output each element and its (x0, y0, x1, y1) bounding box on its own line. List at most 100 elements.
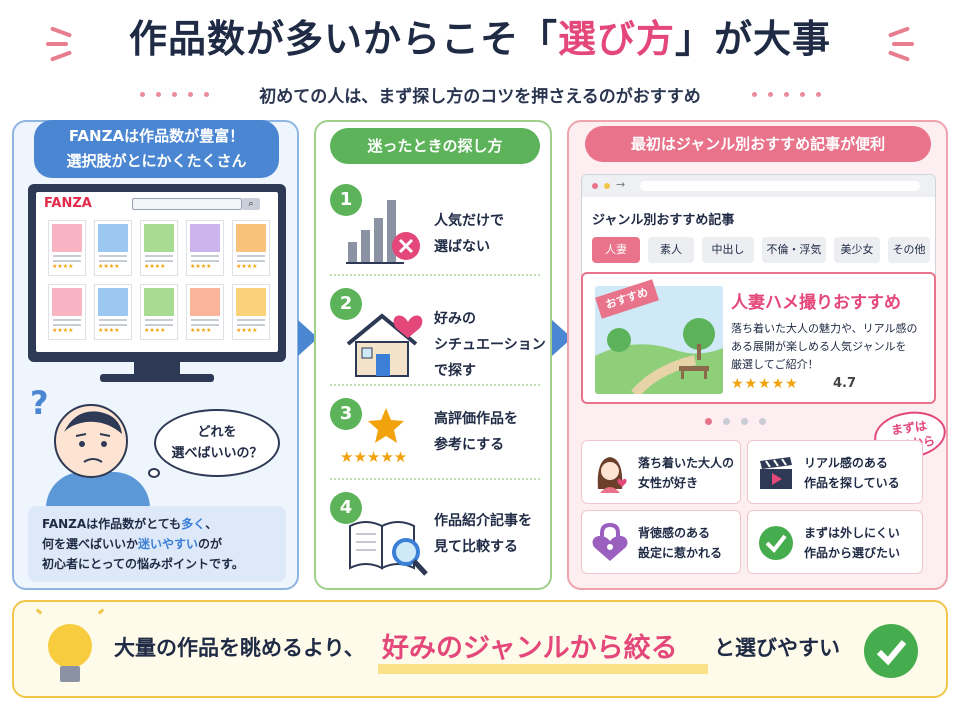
lightbulb-icon (48, 624, 92, 668)
suggestion-text: まずは外しにくい作品から選びたい (804, 523, 900, 563)
title-text: 」が大事 (675, 17, 832, 61)
genre-tag[interactable]: 美少女 (834, 237, 880, 263)
text-placeholder (237, 324, 265, 326)
genre-tag[interactable]: 不倫・浮気 (762, 237, 826, 263)
step-item: 2 好みのシチュエーションで探す (316, 282, 550, 386)
product-card[interactable]: ★★★★ (48, 284, 86, 340)
page-subtitle: 初めての人は、まず探し方のコツを押さえるのがおすすめ (259, 87, 701, 107)
text-placeholder (237, 319, 265, 321)
decor-dot (140, 92, 145, 97)
panel-title-line: FANZAは作品数が豊富！ (68, 127, 245, 145)
browser-window: → ジャンル別おすすめ記事 人妻 素人 中出し 不倫・浮気 美少女 その他 (581, 174, 936, 284)
article-description: 落ち着いた大人の魅力や、リアル感の ある展開が楽しめる人気ジャンルを 厳選してご… (731, 320, 931, 374)
star-icon (368, 408, 404, 443)
monitor-screen: FANZA ⌕ ★★★★★★★★★★★★★★★★★★★★★★★★★★★★★★★★… (36, 192, 278, 352)
decor-dot (172, 92, 177, 97)
monitor-stand (134, 362, 180, 376)
product-card[interactable]: ★★★★ (186, 220, 224, 276)
pagination-dot[interactable] (741, 418, 748, 425)
text-placeholder (145, 324, 173, 326)
pagination-dot[interactable] (759, 418, 766, 425)
suggestion-line: まずは外しにくい (804, 526, 900, 540)
featured-article[interactable]: おすすめ 人妻ハメ撮りおすすめ 落ち着いた大人の魅力や、リアル感の ある展開が楽… (581, 272, 936, 404)
text-placeholder (53, 324, 81, 326)
window-dot-icon (604, 183, 610, 189)
product-thumbnail (144, 288, 174, 316)
arrow-right-icon (298, 320, 318, 356)
step-line: 見て比較する (434, 539, 518, 555)
star-rating-icon: ★★★★ (52, 263, 74, 270)
product-card[interactable]: ★★★★ (140, 220, 178, 276)
step-line: 参考にする (434, 437, 505, 453)
browser-toolbar: → (582, 175, 935, 197)
step-text: 高評価作品を参考にする (434, 406, 518, 458)
decor-dot (800, 92, 805, 97)
product-thumbnail (98, 288, 128, 316)
address-bar (640, 181, 920, 191)
step-line: 作品紹介記事を (434, 513, 532, 529)
genre-suggestion[interactable]: まずは外しにくい作品から選びたい (747, 510, 923, 574)
star-rating-icon: ★★★★ (190, 263, 212, 270)
decor-dot (784, 92, 789, 97)
pagination-dot[interactable] (723, 418, 730, 425)
product-card[interactable]: ★★★★ (140, 284, 178, 340)
text-placeholder (53, 255, 81, 257)
text-placeholder (237, 255, 265, 257)
panel-recommend: 最初はジャンル別おすすめ記事が便利 → ジャンル別おすすめ記事 人妻 素人 中出… (567, 120, 949, 590)
product-card[interactable]: ★★★★ (94, 284, 132, 340)
genre-suggestion[interactable]: リアル感のある作品を探している (747, 440, 923, 504)
question-mark-icon: ? (30, 384, 49, 422)
star-rating-icon: ★★★★ (98, 327, 120, 334)
genre-tag[interactable]: 素人 (648, 237, 694, 263)
decor-ray (35, 608, 43, 615)
genre-suggestion[interactable]: 落ち着いた大人の女性が好き (581, 440, 741, 504)
decor-dot (156, 92, 161, 97)
genre-suggestion[interactable]: 背徳感のある設定に惹かれる (581, 510, 741, 574)
text-line: FANZAは作品数がとても多く、 (42, 514, 286, 534)
product-thumbnail (236, 224, 266, 252)
product-card[interactable]: ★★★★ (232, 220, 270, 276)
text-placeholder (99, 324, 127, 326)
text-line: 初心者にとっての悩みポイントです。 (42, 557, 244, 571)
step-number: 4 (330, 492, 362, 524)
product-card[interactable]: ★★★★ (48, 220, 86, 276)
title-text: 作品数が多いからこそ「 (128, 17, 558, 61)
decor-ray (97, 608, 105, 615)
bar-chart-cross-icon (346, 200, 420, 264)
heart-lock-icon (590, 522, 630, 563)
text-placeholder (191, 260, 219, 262)
genre-tag[interactable]: その他 (888, 237, 930, 263)
decor-dot (188, 92, 193, 97)
text-line: 何を選べばいいか迷いやすいのが (42, 534, 286, 554)
decor-dot (816, 92, 821, 97)
product-card[interactable]: ★★★★ (232, 284, 270, 340)
step-line: 高評価作品を (434, 411, 518, 427)
step-line: で探す (434, 363, 476, 379)
forward-arrow-icon: → (616, 178, 626, 191)
product-card[interactable]: ★★★★ (94, 220, 132, 276)
genre-tag[interactable]: 中出し (702, 237, 754, 263)
article-title: 人妻ハメ撮りおすすめ (731, 293, 901, 313)
clapperboard-icon (756, 453, 796, 493)
step-number: 3 (330, 398, 362, 430)
highlight-marker (378, 664, 708, 674)
book-magnifier-icon (349, 521, 428, 576)
text-segment: FANZAは作品数がとても (42, 517, 182, 531)
star-rating-icon: ★★★★ (236, 263, 258, 270)
genre-tag[interactable]: 人妻 (592, 237, 640, 263)
suggestion-text: リアル感のある作品を探している (804, 453, 900, 493)
step-text: 人気だけで選ばない (434, 208, 504, 260)
step-line: シチュエーション (434, 337, 546, 353)
star-rating-icon: ★★★★ (190, 327, 212, 334)
panel-title: 最初はジャンル別おすすめ記事が便利 (585, 126, 931, 162)
thought-bubble: どれを 選べばいいの？ (154, 409, 280, 477)
banner-text: 大量の作品を眺めるより、 (114, 636, 365, 660)
product-card[interactable]: ★★★★ (186, 284, 224, 340)
suggestion-text: 落ち着いた大人の女性が好き (638, 453, 734, 493)
pagination-dot[interactable] (705, 418, 712, 425)
person-body (46, 472, 150, 508)
panel-title: 迷ったときの探し方 (330, 128, 540, 164)
text-placeholder (99, 319, 127, 321)
page-title: 作品数が多いからこそ「選び方」が大事 (0, 8, 960, 63)
section-label: ジャンル別おすすめ記事 (592, 213, 735, 228)
